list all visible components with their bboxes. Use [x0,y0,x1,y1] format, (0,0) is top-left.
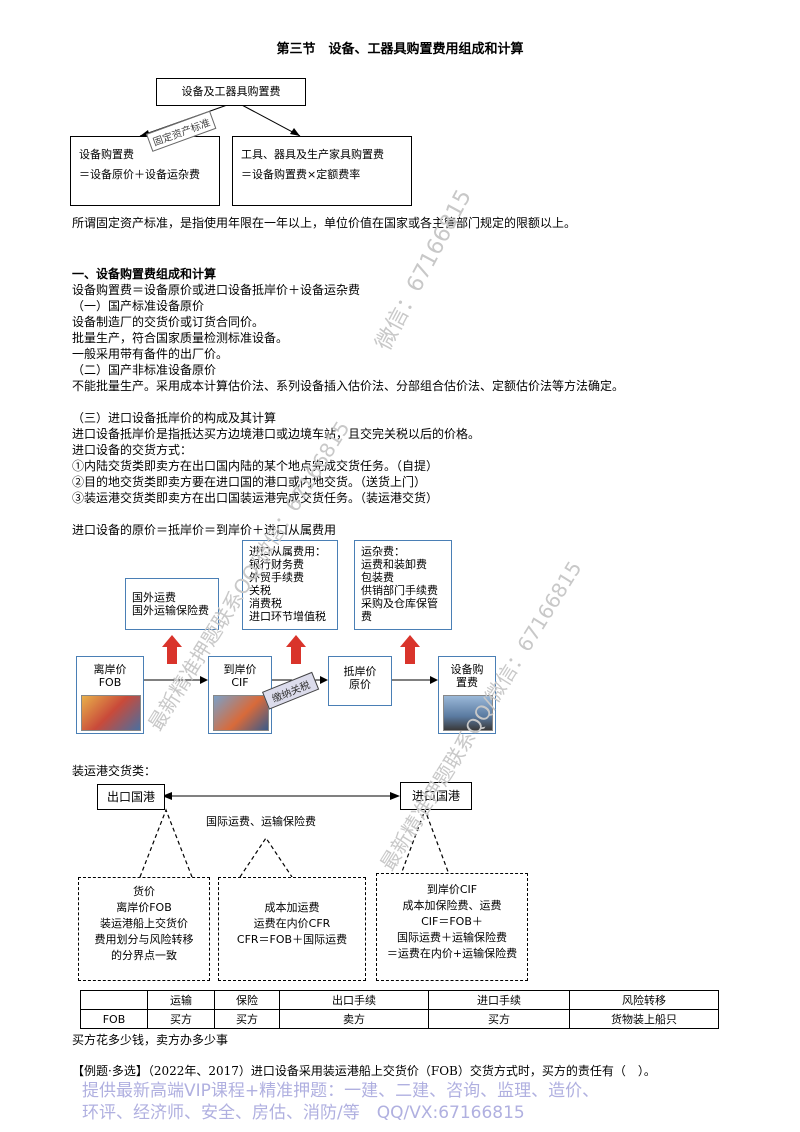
freight-item: 国外运费 [132,591,212,604]
misc-fee-item: 运费和装卸费 [361,558,445,571]
cif-label: 到岸价 [209,663,271,676]
equipment-purchase-formula: ＝设备原价＋设备运杂费 [79,165,211,185]
fob-detail-line: 离岸价FOB [79,900,209,916]
shipping-heading: 装运港交货类： [72,762,156,779]
table-header-cell: 运输 [148,991,215,1010]
international-freight-label: 国际运费、运输保险费 [206,813,316,829]
text-line: 不能批量生产。采用成本计算估价法、系列设备插入估价法、分部组合估价法、定额估价法… [72,377,624,394]
fob-detail-line: 费用划分与风险转移 [79,932,209,948]
misc-fees-box: 运杂费： 运费和装卸费 包装费 供销部门手续费 采购及仓库保管 费 [354,540,452,630]
fob-code: FOB [77,676,143,689]
port-crane-image [81,695,141,731]
misc-fee-item: 费 [361,610,445,623]
table-header-cell: 进口手续 [429,991,570,1010]
cfr-detail-line: CFR＝FOB＋国际运费 [219,932,365,948]
text-line: （二）国产非标准设备原价 [72,361,216,378]
text-line: 设备制造厂的交货价或订货合同价。 [72,313,264,330]
fob-responsibility-table: 运输 保险 出口手续 进口手续 风险转移 FOB 买方 买方 卖方 买方 货物装… [80,990,719,1029]
import-fee-item: 消费税 [249,597,331,610]
text-line: ②目的地交货类即卖方要在进口国的港口或内地交货。（送货上门） [72,473,426,490]
tools-purchase-formula: ＝设备购置费×定额费率 [241,165,403,185]
fob-detail-box: 货价 离岸价FOB 装运港船上交货价 费用划分与风险转移 的分界点一致 [78,877,210,981]
landed-label: 抵岸价 [329,665,391,678]
misc-fee-item: 包装费 [361,571,445,584]
section-heading: 一、设备购置费组成和计算 [72,265,216,282]
cif-detail-line: 到岸价CIF [377,882,527,898]
misc-fee-item: 运杂费： [361,545,445,558]
footer-promo-line2: 环评、经济师、安全、房估、消防/等 QQ/VX:67166815 [82,1098,525,1123]
text-line: 进口设备抵岸价是指抵达买方边境港口或边境车站，且交完关税以后的价格。 [72,425,480,442]
fob-box: 离岸价 FOB [76,656,144,734]
text-line: ①内陆交货类即卖方在出口国内陆的某个地点完成交货任务。（自提） [72,457,438,474]
text-line: 设备购置费＝设备原价或进口设备抵岸价＋设备运杂费 [72,281,360,298]
cif-detail-box: 到岸价CIF 成本加保险费、运费 CIF＝FOB＋ 国际运费＋运输保险费 ＝运费… [376,873,528,981]
buyer-seller-note: 买方花多少钱，卖方办多少事 [72,1031,228,1048]
equipment-tools-purchase-box: 设备及工器具购置费 [156,78,306,106]
import-fee-item: 关税 [249,584,331,597]
equipment-purchase-label: 设备购置费 [79,145,211,165]
red-up-arrow [286,635,306,664]
table-header-cell: 保险 [215,991,280,1010]
landed-sub: 原价 [329,678,391,691]
fob-detail-line: 货价 [79,884,209,900]
cfr-detail-box: 成本加运费 运费在内价CFR CFR＝FOB＋国际运费 [218,877,366,981]
table-row: FOB 买方 买方 卖方 买方 货物装上船只 [81,1010,719,1029]
tools-purchase-label: 工具、器具及生产家具购置费 [241,145,403,165]
ship-port-image [213,695,269,731]
import-fee-item: 进口环节增值税 [249,610,331,623]
equipment-purchase-box: 设备购置费 ＝设备原价＋设备运杂费 [70,136,220,206]
cif-detail-line: CIF＝FOB＋ [377,914,527,930]
table-header-cell: 出口手续 [280,991,429,1010]
text-line: ③装运港交货类即卖方在出口国装运港完成交货任务。（装运港交货） [72,489,438,506]
text-line: 一般采用带有备件的出厂价。 [72,345,228,362]
cif-detail-line: ＝运费在内价+运输保险费 [377,946,527,962]
table-cell: 买方 [429,1010,570,1029]
fob-label: 离岸价 [77,663,143,676]
text-line: （三）进口设备抵岸价的构成及其计算 [72,409,276,426]
landed-price-box: 抵岸价 原价 [328,656,392,706]
table-cell: 卖方 [280,1010,429,1029]
cif-code: CIF [209,676,271,689]
text-line: （一）国产标准设备原价 [72,297,204,314]
table-cell: 买方 [215,1010,280,1029]
fob-detail-line: 装运港船上交货价 [79,916,209,932]
table-cell: FOB [81,1010,148,1029]
export-port-box: 出口国港 [97,784,165,810]
table-header-cell [81,991,148,1010]
table-cell: 买方 [148,1010,215,1029]
red-up-arrow [400,635,420,664]
table-cell: 货物装上船只 [570,1010,719,1029]
cfr-detail-line: 成本加运费 [219,900,365,916]
fixed-asset-note: 所谓固定资产标准，是指使用年限在一年以上，单位价值在国家或各主管部门规定的限额以… [72,214,576,231]
freight-item: 国外运输保险费 [132,604,212,617]
text-line: 批量生产，符合国家质量检测标准设备。 [72,329,288,346]
tools-purchase-box: 工具、器具及生产家具购置费 ＝设备购置费×定额费率 [232,136,412,206]
misc-fee-item: 采购及仓库保管 [361,597,445,610]
cif-detail-line: 国际运费＋运输保险费 [377,930,527,946]
fob-detail-line: 的分界点一致 [79,948,209,964]
misc-fee-item: 供销部门手续费 [361,584,445,597]
table-header-row: 运输 保险 出口手续 进口手续 风险转移 [81,991,719,1010]
cif-detail-line: 成本加保险费、运费 [377,898,527,914]
table-header-cell: 风险转移 [570,991,719,1010]
cfr-detail-line: 运费在内价CFR [219,916,365,932]
text-line: 进口设备的交货方式： [72,441,192,458]
